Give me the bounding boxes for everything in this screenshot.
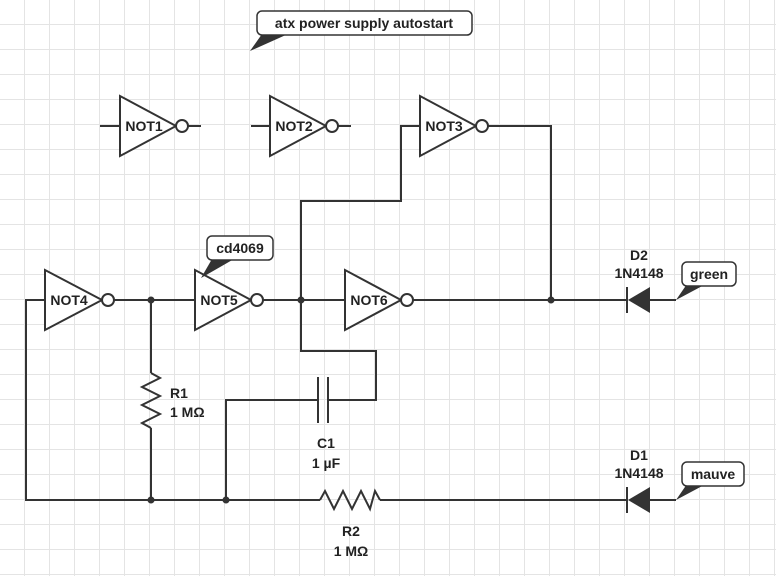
inversion-bubble — [325, 119, 339, 133]
diagram-title: atx power supply autostart — [275, 15, 453, 31]
net-label-mauve[interactable]: mauve — [676, 461, 745, 500]
gate-label: NOT5 — [200, 292, 238, 308]
callout-pointer — [676, 284, 706, 300]
inversion-bubble — [175, 119, 189, 133]
callout-pointer — [676, 484, 706, 500]
diode-d1[interactable]: D1 1N4148 — [614, 447, 664, 513]
chip-callout[interactable]: cd4069 — [201, 235, 274, 278]
component-value: 1 MΩ — [334, 543, 369, 559]
component-ref: R2 — [342, 523, 360, 539]
gate-label: NOT6 — [350, 292, 388, 308]
resistor-r1[interactable]: R1 1 MΩ — [139, 372, 205, 429]
component-ref: C1 — [317, 435, 335, 451]
title-callout[interactable]: atx power supply autostart — [250, 10, 473, 51]
net-label-green[interactable]: green — [676, 261, 737, 300]
inversion-bubble — [400, 293, 414, 307]
wires — [25, 125, 676, 501]
not6-gate[interactable]: NOT6 — [344, 268, 414, 332]
component-value: 1N4148 — [614, 265, 663, 281]
not4-gate[interactable]: NOT4 — [44, 268, 115, 332]
component-ref: D2 — [630, 247, 648, 263]
junction-dot — [147, 296, 155, 304]
resistor-r2[interactable]: R2 1 MΩ — [319, 488, 381, 559]
inversion-bubble — [475, 119, 489, 133]
component-ref: R1 — [170, 385, 188, 401]
not2-gate[interactable]: NOT2 — [269, 94, 339, 158]
callout-pointer — [250, 34, 288, 51]
junction-dot — [547, 296, 555, 304]
callout-pointer — [201, 259, 234, 278]
component-ref: D1 — [630, 447, 648, 463]
net-name: green — [690, 266, 728, 282]
junctions — [147, 296, 555, 504]
chip-note: cd4069 — [216, 240, 264, 256]
diode-d2[interactable]: D2 1N4148 — [614, 247, 664, 313]
component-value: 1N4148 — [614, 465, 663, 481]
junction-dot — [297, 296, 305, 304]
not1-gate[interactable]: NOT1 — [119, 94, 189, 158]
junction-dot — [147, 496, 155, 504]
not5-gate[interactable]: NOT5 — [194, 268, 264, 332]
not3-gate[interactable]: NOT3 — [419, 94, 489, 158]
gate-label: NOT3 — [425, 118, 463, 134]
junction-dot — [222, 496, 230, 504]
component-value: 1 MΩ — [170, 404, 205, 420]
gate-label: NOT1 — [125, 118, 163, 134]
inversion-bubble — [101, 293, 115, 307]
gate-label: NOT2 — [275, 118, 313, 134]
capacitor-c1[interactable]: C1 1 µF — [312, 377, 341, 471]
gate-label: NOT4 — [50, 292, 88, 308]
component-value: 1 µF — [312, 455, 341, 471]
inversion-bubble — [250, 293, 264, 307]
net-name: mauve — [691, 466, 736, 482]
